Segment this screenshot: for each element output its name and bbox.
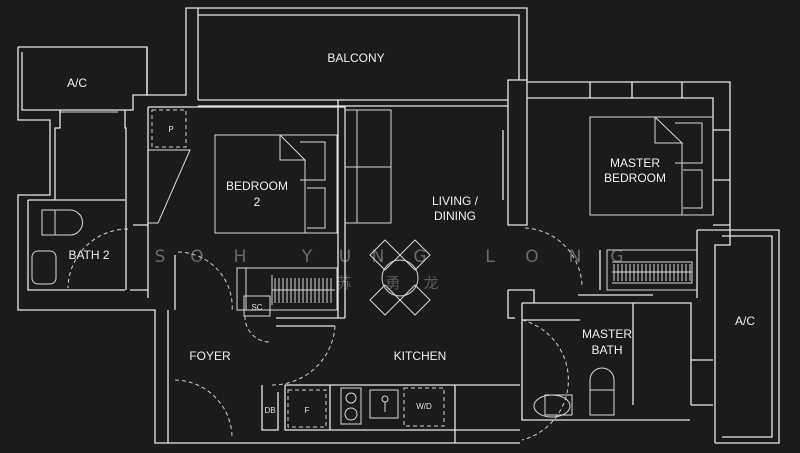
hob — [340, 387, 362, 425]
svg-text:L: L — [485, 247, 495, 267]
bed-2 — [214, 134, 338, 234]
label-pantry: P — [168, 125, 173, 134]
label-shoe-cabinet: SC — [251, 303, 262, 312]
master-toilet — [589, 367, 615, 415]
svg-text:Y: Y — [301, 247, 313, 267]
label-washer-dryer: W/D — [416, 402, 432, 411]
master-bed — [589, 116, 714, 216]
washer-dryer — [403, 387, 445, 427]
sink — [369, 389, 399, 419]
label-master-bedroom: MASTER — [610, 156, 660, 170]
fridge — [287, 389, 327, 428]
svg-text:N: N — [372, 247, 385, 267]
bath-2-toilet — [55, 209, 83, 236]
label-living: LIVING / — [432, 194, 479, 208]
label-bedroom-2: BEDROOM — [226, 179, 288, 193]
label-master-bath-2: BATH — [591, 343, 622, 357]
svg-text:O: O — [190, 247, 203, 267]
master-basin — [533, 394, 571, 418]
watermark: S O H Y U N G L O N G 苏 勇 龙 — [155, 247, 624, 292]
svg-text:S: S — [155, 247, 166, 267]
shoe-cabinet — [243, 295, 271, 317]
pantry-cabinet — [151, 109, 187, 148]
label-foyer: FOYER — [189, 349, 231, 363]
label-ac-left: A/C — [67, 76, 87, 90]
label-master-bedroom-2: BEDROOM — [604, 171, 666, 185]
label-fridge: F — [305, 406, 310, 415]
svg-text:龙: 龙 — [423, 274, 438, 292]
label-dining: DINING — [434, 209, 476, 223]
label-balcony: BALCONY — [327, 51, 384, 65]
label-db: DB — [264, 406, 275, 415]
svg-text:勇: 勇 — [385, 274, 400, 292]
room-labels: BALCONY A/C BEDROOM 2 BATH 2 LIVING / DI… — [67, 51, 755, 415]
label-bedroom-2-num: 2 — [254, 195, 261, 209]
svg-text:H: H — [234, 247, 247, 267]
bath-2-basin — [31, 250, 57, 285]
wardrobe-hangers-2 — [613, 264, 691, 281]
label-kitchen: KITCHEN — [394, 349, 447, 363]
wardrobe-hangers-1 — [274, 278, 332, 303]
svg-text:N: N — [569, 247, 582, 267]
label-bath-2: BATH 2 — [68, 248, 109, 262]
svg-text:O: O — [525, 247, 538, 267]
wardrobe-bedroom-2 — [236, 267, 338, 311]
dining-set — [369, 239, 431, 316]
walls — [17, 7, 780, 444]
svg-text:苏: 苏 — [336, 274, 351, 292]
toilet-tank — [41, 209, 56, 236]
label-master-bath: MASTER — [582, 327, 632, 341]
label-ac-right: A/C — [735, 314, 755, 328]
